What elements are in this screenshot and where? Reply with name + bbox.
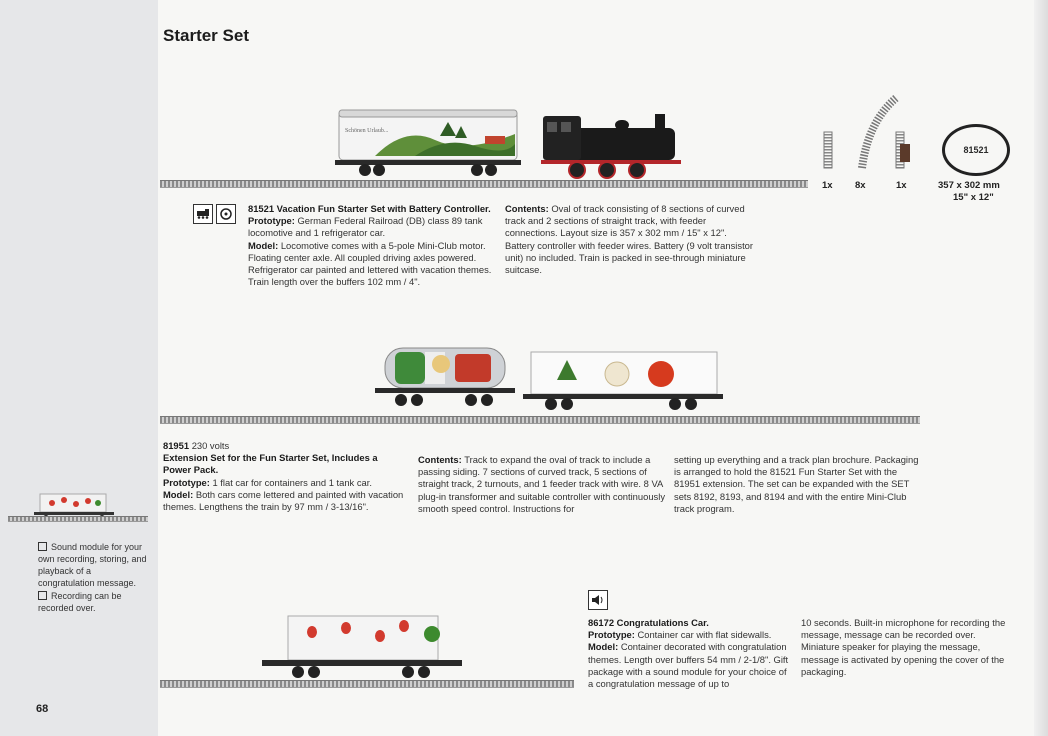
set-81521-heading: 81521 Vacation Fun Starter Set with Batt… xyxy=(248,203,491,214)
set-81521-model: Locomotive comes with a 5-pole Mini-Club… xyxy=(248,239,492,288)
track-count-curved: 8x xyxy=(855,180,866,191)
car-86172-description: 86172 Congratulations Car. Prototype: Co… xyxy=(588,617,793,690)
track-count-straight: 1x xyxy=(822,180,833,191)
model-label: Model: xyxy=(588,641,619,653)
set-81951-contents-text: Track to expand the oval of track to inc… xyxy=(418,454,666,514)
model-label: Model: xyxy=(163,488,194,500)
refrigerator-car: Schönen Urlaub... xyxy=(335,109,521,176)
layout-badge-number: 81521 xyxy=(963,145,989,155)
track-pieces-illustration xyxy=(823,94,910,169)
car-lettering: Schönen Urlaub... xyxy=(345,128,389,134)
layout-oval-badge: 81521 xyxy=(942,124,1010,176)
set-81951-heading: Extension Set for the Fun Starter Set, I… xyxy=(163,452,378,476)
prototype-label: Prototype: xyxy=(248,215,295,227)
contents-label: Contents: xyxy=(418,454,462,465)
set-81521-contents: Contents: Oval of track consisting of 8 … xyxy=(505,203,755,276)
track-top xyxy=(160,180,808,188)
tank-locomotive xyxy=(541,114,681,179)
extension-cars-illustration xyxy=(375,347,723,410)
prototype-label: Prototype: xyxy=(163,476,210,488)
track-bottom xyxy=(160,680,574,688)
set-81951-contents-continued: setting up everything and a track plan b… xyxy=(674,454,919,514)
model-label: Model: xyxy=(248,239,279,251)
car-86172-heading: 86172 Congratulations Car. xyxy=(588,617,709,628)
track-middle xyxy=(160,416,920,424)
sidebar-bullet-text: Sound module for your own recording, sto… xyxy=(38,542,147,588)
set-81521-contents-text: Oval of track consisting of 8 sections o… xyxy=(505,203,754,276)
set-81951-contents: Contents: Track to expand the oval of tr… xyxy=(418,454,666,515)
sidebar-panel xyxy=(0,0,158,736)
car-86172-continued: 10 seconds. Built-in microphone for reco… xyxy=(801,617,1006,677)
tank-car xyxy=(375,347,515,406)
page-edge xyxy=(1034,0,1048,736)
sidebar-bullet-text: Recording can be recorded over. xyxy=(38,591,122,613)
car-86172-prototype: Container car with flat sidewalls. xyxy=(637,629,772,641)
locomotive-icon xyxy=(193,204,213,224)
car-86172-model: Container decorated with congratulation … xyxy=(588,641,789,690)
set-81521-description: 81521 Vacation Fun Starter Set with Batt… xyxy=(248,203,498,288)
track-sidebar xyxy=(8,516,148,522)
starter-train-illustration: Schönen Urlaub... xyxy=(335,109,681,179)
page-number: 68 xyxy=(36,703,49,715)
set-81521-prototype: German Federal Railroad (DB) class 89 ta… xyxy=(248,215,483,239)
sidebar-bullet-2: Recording can be recorded over. xyxy=(38,590,150,614)
container-car xyxy=(523,351,723,410)
page-title: Starter Set xyxy=(163,26,249,45)
set-81951-number: 81951 xyxy=(163,440,190,451)
layout-size-mm: 357 x 302 mm xyxy=(938,180,1000,191)
sidebar-bullet-1: Sound module for your own recording, sto… xyxy=(38,541,150,589)
track-count-feeder: 1x xyxy=(896,180,907,191)
set-81951-description: 81951 230 volts Extension Set for the Fu… xyxy=(163,440,408,513)
layout-size-in: 15" x 12" xyxy=(953,192,994,203)
set-81951-voltage: 230 volts xyxy=(191,440,230,451)
set-81951-prototype: 1 flat car for containers and 1 tank car… xyxy=(212,476,372,488)
congratulations-car-illustration xyxy=(262,615,462,678)
sound-icon xyxy=(588,590,608,610)
checkbox-icon xyxy=(38,542,47,551)
set-81951-model: Both cars come lettered and painted with… xyxy=(163,488,404,513)
contents-label: Contents: xyxy=(505,203,549,214)
controller-icon xyxy=(216,204,236,224)
prototype-label: Prototype: xyxy=(588,629,635,641)
checkbox-icon xyxy=(38,591,47,600)
